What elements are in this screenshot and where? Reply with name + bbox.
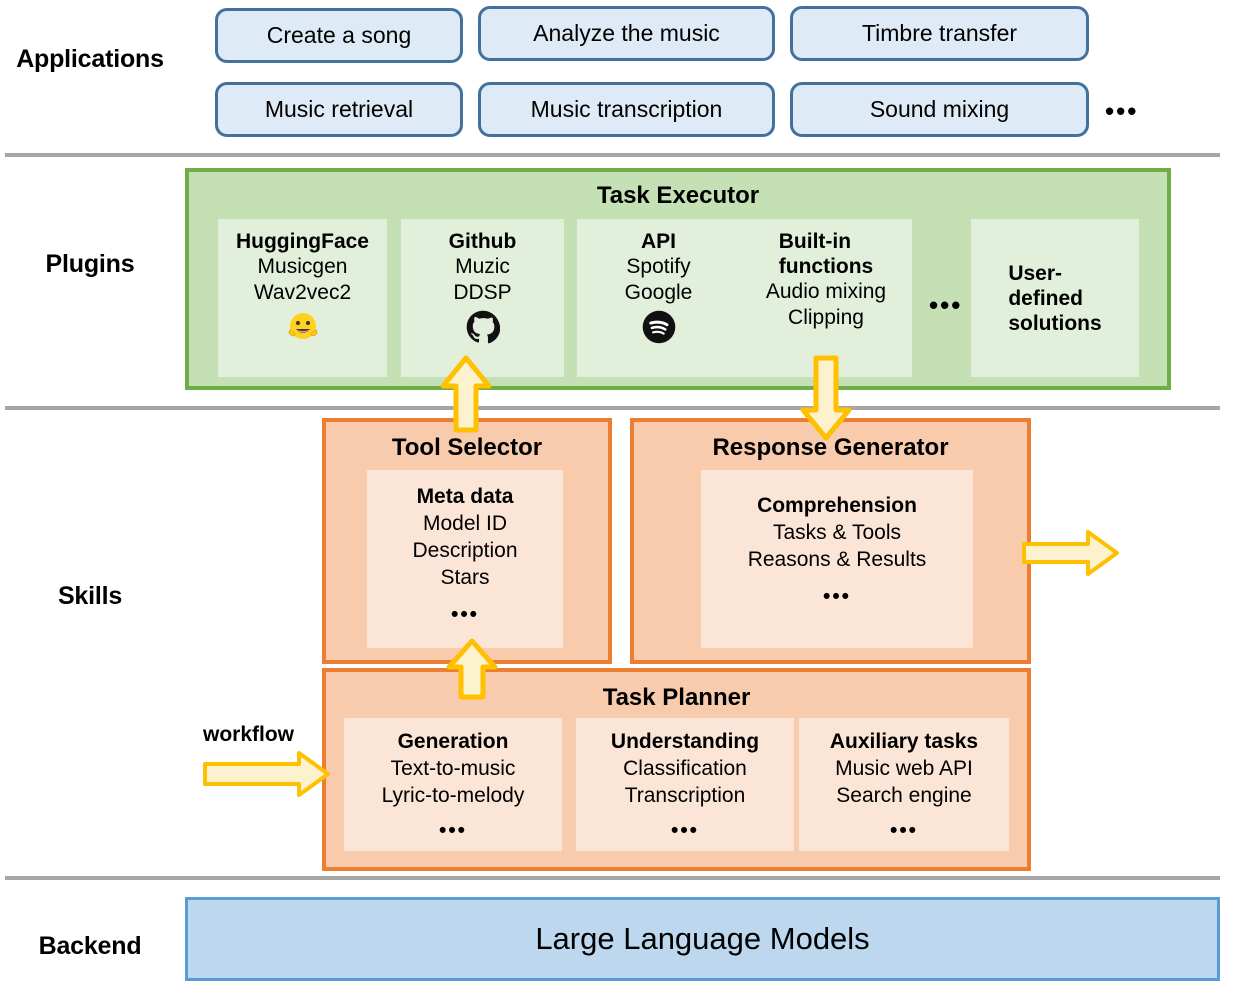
plugin-card-built-in-functions[interactable]: Built-in functions Audio mixing Clipping xyxy=(740,219,912,377)
app-pill-create-a-song[interactable]: Create a song xyxy=(215,8,463,63)
card-line: Search engine xyxy=(836,784,972,807)
arrow-up-tool-selector-to-executor xyxy=(440,355,492,433)
card-line: Classification xyxy=(623,757,747,780)
app-pill-sound-mixing[interactable]: Sound mixing xyxy=(790,82,1089,137)
plugin-card-api[interactable]: API Spotify Google xyxy=(577,219,740,377)
plugin-card-title: Github xyxy=(448,230,517,253)
llm-panel[interactable]: Large Language Models xyxy=(185,897,1220,981)
plugin-card-line: Google xyxy=(624,281,693,304)
card-line: Tasks & Tools xyxy=(773,521,901,544)
app-pill-label: Music retrieval xyxy=(264,96,414,122)
response-generator-title: Response Generator xyxy=(712,434,949,461)
applications-ellipsis: ••• xyxy=(1105,96,1139,126)
app-pill-timbre-transfer[interactable]: Timbre transfer xyxy=(790,6,1089,61)
plugin-card-github[interactable]: Github Muzic DDSP xyxy=(401,219,564,377)
arrow-up-task-planner-to-tool-selector xyxy=(446,638,498,700)
app-pill-music-retrieval[interactable]: Music retrieval xyxy=(215,82,463,137)
tool-selector-panel: Tool Selector Meta data Model ID Descrip… xyxy=(322,418,612,664)
app-pill-music-transcription[interactable]: Music transcription xyxy=(478,82,775,137)
tool-selector-title: Tool Selector xyxy=(391,434,543,461)
row-label-skills: Skills xyxy=(57,582,123,610)
task-executor-title: Task Executor xyxy=(596,182,760,209)
task-planner-card-generation[interactable]: Generation Text-to-music Lyric-to-melody… xyxy=(344,718,562,851)
card-line: Transcription xyxy=(624,784,746,807)
plugin-card-line: Spotify xyxy=(626,255,691,278)
huggingface-icon xyxy=(286,310,320,344)
card-line: Stars xyxy=(440,566,490,589)
llm-title: Large Language Models xyxy=(535,921,870,956)
plugin-card-title: HuggingFace xyxy=(235,230,369,253)
card-line: Reasons & Results xyxy=(747,548,927,571)
tool-selector-meta-data-card[interactable]: Meta data Model ID Description Stars ••• xyxy=(367,470,563,648)
app-pill-label: Sound mixing xyxy=(869,96,1010,122)
task-planner-panel: Task Planner Generation Text-to-music Ly… xyxy=(322,668,1031,871)
row-label-plugins: Plugins xyxy=(45,250,135,278)
card-line: Description xyxy=(412,539,518,562)
card-line: Model ID xyxy=(422,512,508,535)
app-pill-label: Create a song xyxy=(266,22,412,48)
card-title: Understanding xyxy=(610,730,760,753)
workflow-label: workflow xyxy=(203,723,295,746)
github-icon xyxy=(466,310,500,344)
plugin-card-line: Muzic xyxy=(455,255,510,278)
app-pill-label: Analyze the music xyxy=(533,20,720,46)
card-line: Music web API xyxy=(835,757,973,780)
card-title: Auxiliary tasks xyxy=(829,730,979,753)
plugin-card-title: Built-in functions xyxy=(778,230,874,278)
row-label-applications: Applications xyxy=(16,45,164,73)
plugin-card-title: API xyxy=(640,230,676,253)
arrow-right-workflow-input xyxy=(203,750,331,798)
task-planner-title: Task Planner xyxy=(602,684,751,711)
response-generator-comprehension-card[interactable]: Comprehension Tasks & Tools Reasons & Re… xyxy=(701,470,973,648)
card-ellipsis: ••• xyxy=(822,585,852,608)
arrow-down-executor-to-response-generator xyxy=(800,355,852,441)
response-generator-panel: Response Generator Comprehension Tasks &… xyxy=(630,418,1031,664)
plugin-card-line: Clipping xyxy=(788,306,864,329)
app-pill-label: Timbre transfer xyxy=(861,20,1018,46)
task-executor-panel: Task Executor HuggingFace Musicgen Wav2v… xyxy=(185,168,1171,390)
plugin-card-line: Audio mixing xyxy=(765,280,887,303)
card-ellipsis: ••• xyxy=(438,819,468,842)
task-planner-card-understanding[interactable]: Understanding Classification Transcripti… xyxy=(576,718,794,851)
task-planner-card-auxiliary-tasks[interactable]: Auxiliary tasks Music web API Search eng… xyxy=(799,718,1009,851)
row-label-backend: Backend xyxy=(38,932,142,960)
app-pill-analyze-the-music[interactable]: Analyze the music xyxy=(478,6,775,61)
app-pill-label: Music transcription xyxy=(530,96,723,122)
divider-applications-plugins xyxy=(5,153,1220,157)
plugin-card-line: DDSP xyxy=(453,281,512,304)
plugin-card-title: User- defined solutions xyxy=(1008,261,1102,335)
card-line: Lyric-to-melody xyxy=(381,784,525,807)
plugin-card-user-defined-solutions[interactable]: User- defined solutions xyxy=(971,219,1139,377)
plugin-card-line: Wav2vec2 xyxy=(253,281,352,304)
card-title: Meta data xyxy=(416,485,514,508)
divider-skills-backend xyxy=(5,876,1220,880)
card-ellipsis: ••• xyxy=(889,819,919,842)
card-ellipsis: ••• xyxy=(450,603,480,626)
plugins-ellipsis: ••• xyxy=(929,290,963,320)
card-line: Text-to-music xyxy=(390,757,516,780)
card-title: Generation xyxy=(397,730,509,753)
arrow-right-response-output xyxy=(1022,528,1120,578)
plugin-card-line: Musicgen xyxy=(257,255,348,278)
card-title: Comprehension xyxy=(757,494,917,517)
plugin-card-huggingface[interactable]: HuggingFace Musicgen Wav2vec2 xyxy=(218,219,387,377)
card-ellipsis: ••• xyxy=(670,819,700,842)
divider-plugins-skills xyxy=(5,406,1220,410)
spotify-icon xyxy=(642,310,676,344)
